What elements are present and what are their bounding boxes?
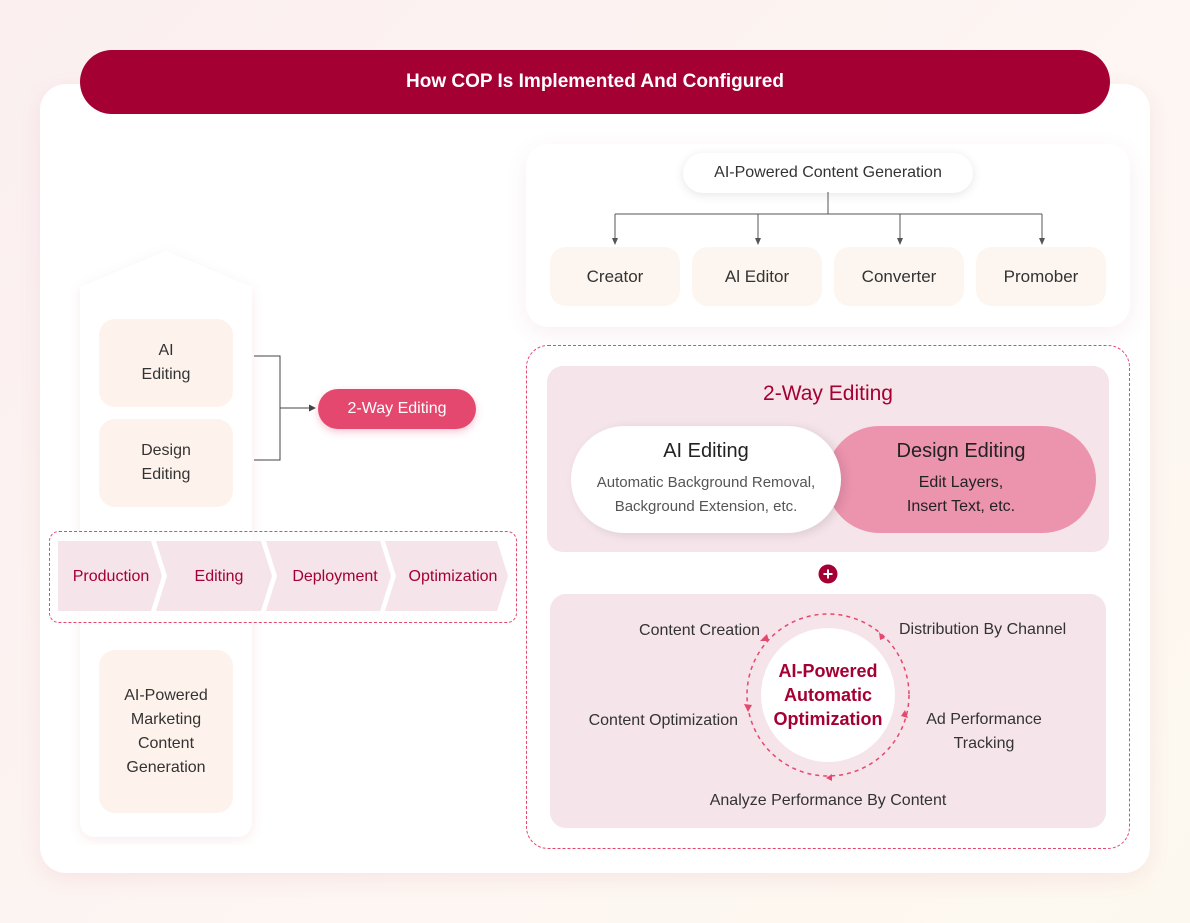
cycle-content-creation: Content Creation [639, 622, 760, 639]
ai-editing-pill: AI Editing Automatic Background Removal,… [571, 426, 841, 533]
process-step-editing: Editing [194, 568, 244, 585]
content-generation-header: AI-Powered Content Generation [683, 153, 973, 193]
cycle-analyze-performance: Analyze Performance By Content [709, 792, 947, 809]
process-step-production: Production [72, 568, 150, 585]
two-way-editing-pill: 2-Way Editing [318, 389, 476, 429]
design-editing-title: Design Editing [896, 440, 1026, 462]
left-item-design-editing: Design Editing [99, 419, 233, 507]
tool-promober: Promober [976, 247, 1106, 306]
tool-ai-editor: Al Editor [692, 247, 822, 306]
tool-converter: Converter [834, 247, 964, 306]
design-editing-pill: Design Editing Edit Layers, Insert Text,… [826, 426, 1096, 533]
left-item-content-generation: AI-Powered Marketing Content Generation [99, 650, 233, 813]
optimization-cycle [744, 613, 910, 781]
plus-icon [818, 564, 838, 584]
two-way-editing-title: 2-Way Editing [763, 382, 893, 405]
process-chevrons [58, 541, 508, 611]
generation-tree-lines [612, 192, 1045, 245]
ai-editing-title: AI Editing [663, 440, 749, 462]
cycle-distribution-by-channel: Distribution By Channel [899, 621, 1067, 638]
process-step-deployment: Deployment [292, 568, 378, 585]
cycle-ad-performance-tracking: Ad Performance Tracking [926, 711, 1042, 752]
optimization-center-label: AI-Powered Automatic Optimization [773, 661, 883, 729]
process-step-optimization: Optimization [408, 568, 498, 585]
bracket-connector [254, 355, 316, 461]
cycle-content-optimization: Content Optimization [588, 712, 738, 729]
left-item-ai-editing: AI Editing [99, 319, 233, 407]
tool-creator: Creator [550, 247, 680, 306]
page-title: How COP Is Implemented And Configured [80, 50, 1110, 114]
